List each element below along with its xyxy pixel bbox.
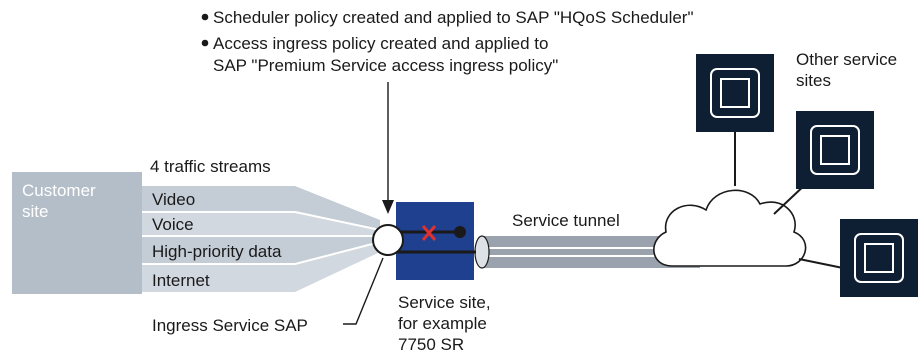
service-site-caption-line3: 7750 SR <box>398 335 464 354</box>
streams-heading: 4 traffic streams <box>150 157 271 176</box>
drop-mark-icon <box>421 225 437 241</box>
sap-leader-line <box>343 257 384 325</box>
bullet-dot-1 <box>201 13 209 21</box>
stream-video-band <box>130 186 380 230</box>
annotation-arrow <box>382 82 394 214</box>
ingress-sap-label: Ingress Service SAP <box>152 316 308 335</box>
stream-internet-band <box>130 242 380 292</box>
annotation-access-ingress: Access ingress policy created and applie… <box>213 34 548 53</box>
remote-site-node-2 <box>796 111 874 189</box>
stream-label-high-priority-data: High-priority data <box>152 242 282 261</box>
other-sites-label: Other service <box>796 50 897 69</box>
stream-label-internet: Internet <box>152 271 210 290</box>
annotation-access-ingress-line2: SAP "Premium Service access ingress poli… <box>213 56 558 75</box>
customer-site-box <box>12 172 142 294</box>
annotation-scheduler: Scheduler policy created and applied to … <box>213 8 694 27</box>
stream-label-video: Video <box>152 190 195 209</box>
other-sites-label-line2: sites <box>796 71 831 90</box>
link-to-site-3 <box>798 258 844 269</box>
customer-site-label-line2: site <box>22 202 48 221</box>
remote-site-node-1 <box>696 54 774 132</box>
service-site-caption-line2: for example <box>398 314 487 333</box>
stream-voice-band <box>130 212 380 236</box>
bullet-dot-2 <box>201 39 209 47</box>
remote-site-node-3 <box>840 219 918 297</box>
internal-endpoint <box>454 226 466 238</box>
network-cloud-icon <box>653 189 807 267</box>
service-router-box <box>396 202 474 280</box>
traffic-streams <box>130 186 381 292</box>
customer-site-label: Customer <box>22 181 96 200</box>
service-site-caption: Service site, <box>398 293 491 312</box>
service-tunnel-label: Service tunnel <box>512 211 620 230</box>
stream-label-voice: Voice <box>152 215 194 234</box>
ingress-sap-circle <box>372 224 404 256</box>
annotation-block: Scheduler policy created and applied to … <box>201 8 694 75</box>
stream-data-band <box>130 236 380 264</box>
